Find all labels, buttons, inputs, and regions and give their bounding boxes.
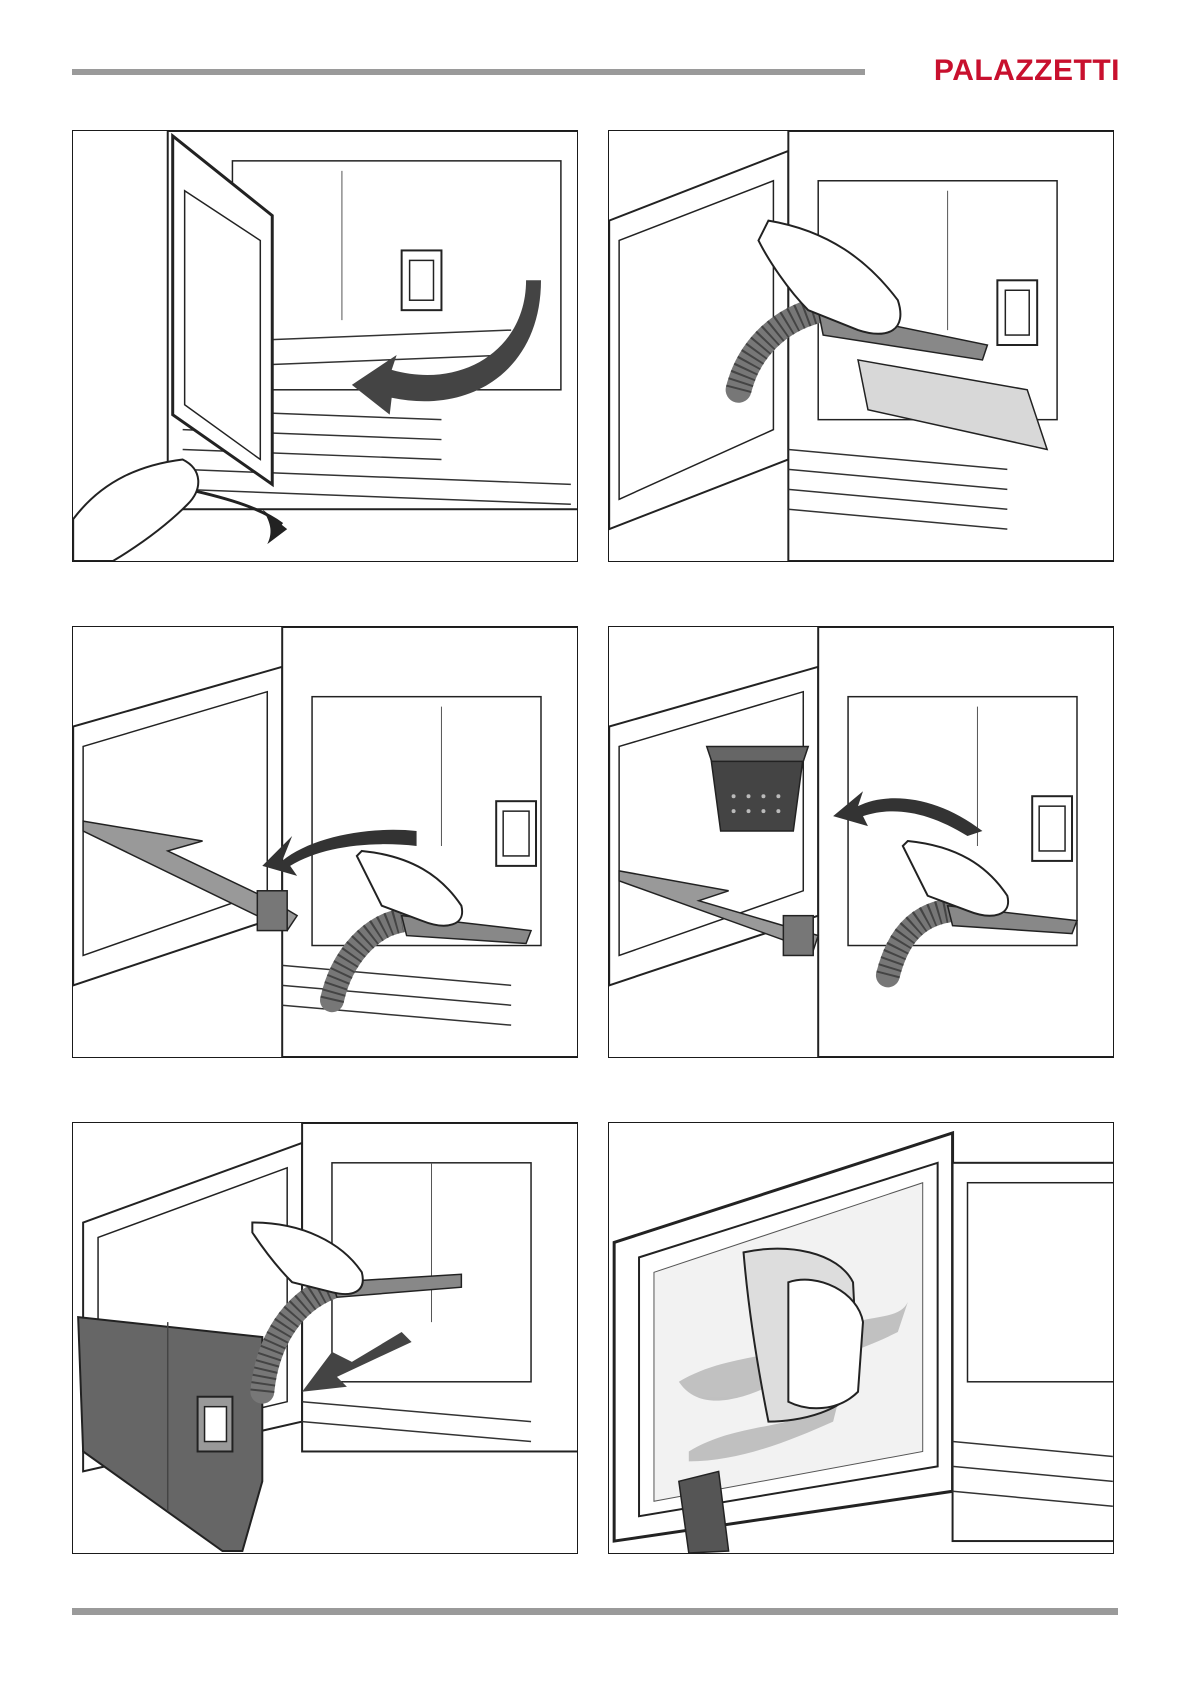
step-4-illustration — [608, 626, 1114, 1058]
open-door-icon — [73, 131, 577, 561]
remove-deflector-icon — [73, 1123, 577, 1553]
step-6-illustration — [608, 1122, 1114, 1554]
remove-ash-basket-icon — [609, 627, 1113, 1057]
footer-rule — [72, 1608, 1118, 1615]
step-5-illustration — [72, 1122, 578, 1554]
step-1-illustration — [72, 130, 578, 562]
brand-wordmark: PALAZZETTI — [934, 54, 1120, 85]
clean-glass-icon — [609, 1123, 1113, 1553]
step-2-illustration — [608, 130, 1114, 562]
step-3-illustration — [72, 626, 578, 1058]
palazzetti-logo: PALAZZETTI — [890, 53, 1120, 85]
remove-grate-icon — [73, 627, 577, 1057]
header-rule — [72, 69, 865, 75]
vacuum-cleaning-icon — [609, 131, 1113, 561]
